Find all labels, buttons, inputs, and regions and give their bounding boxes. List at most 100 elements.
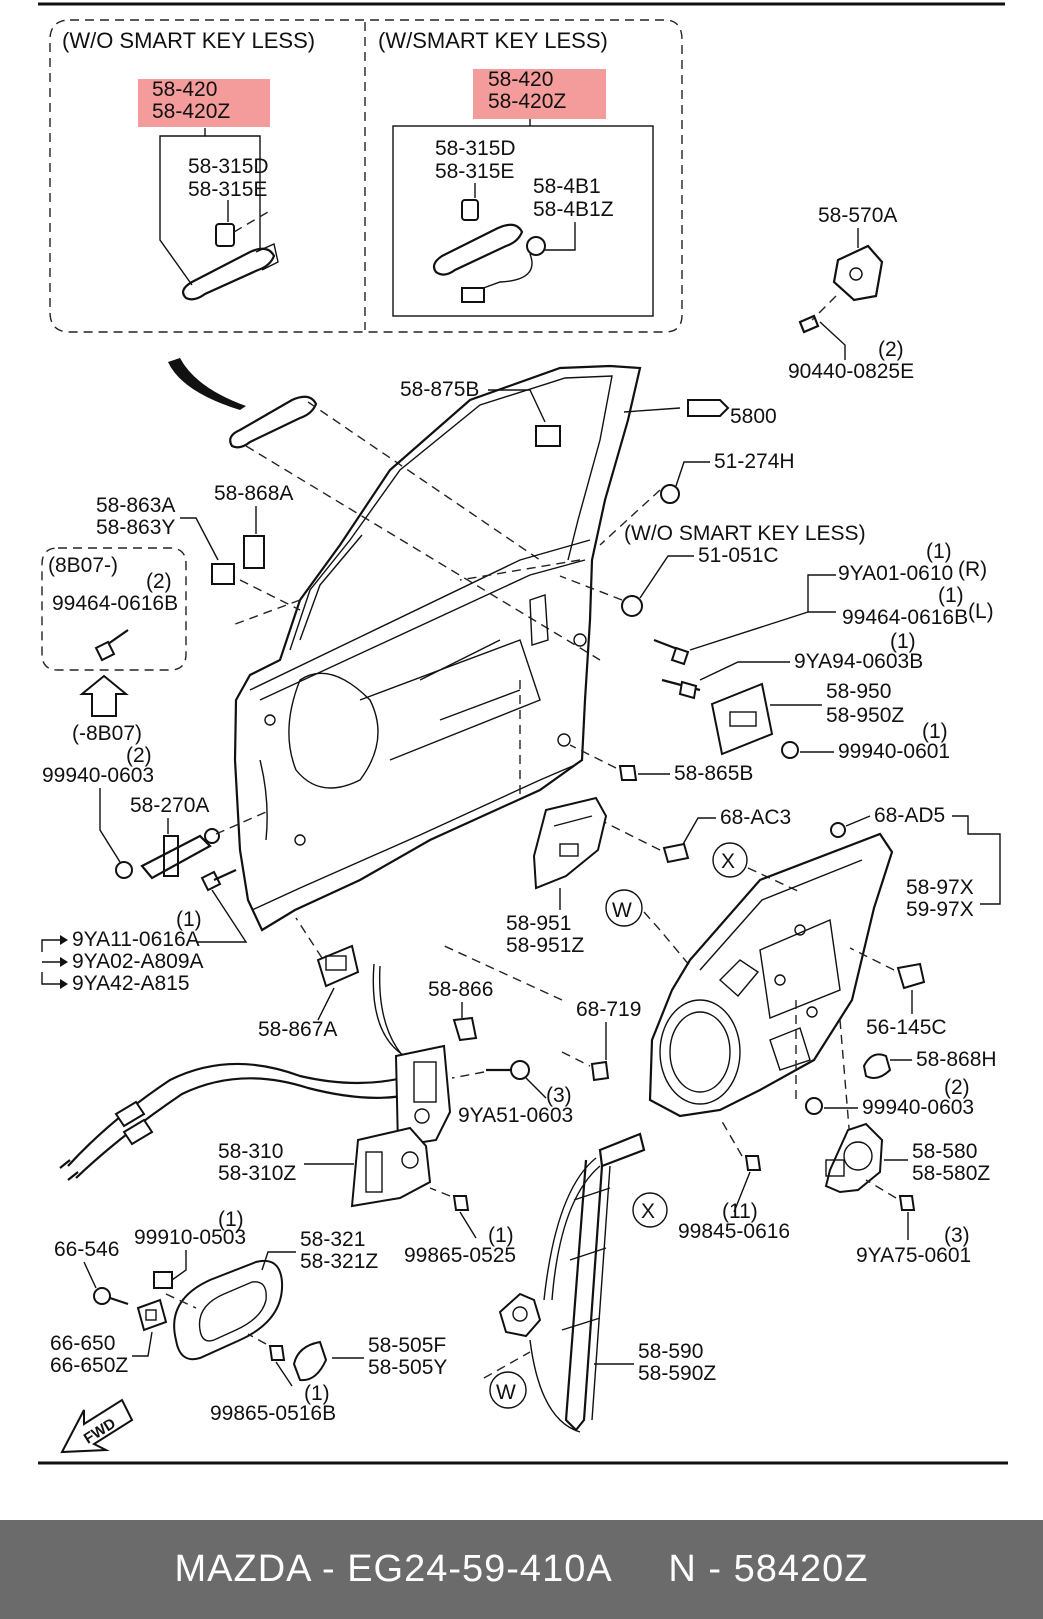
handle-cap-right-icon	[461, 199, 479, 221]
label-58-863a: 58-863A	[96, 494, 175, 517]
outer-handle-right-icon	[432, 223, 546, 303]
label-59-97x: 59-97X	[906, 898, 974, 921]
qty-99865b: (1)	[304, 1382, 330, 1405]
nut-99910-icon	[153, 1271, 173, 1289]
label-9ya02-a809a: 9YA02-A809A	[72, 950, 204, 973]
label-58-868a: 58-868A	[214, 482, 293, 505]
label-58-590z: 58-590Z	[638, 1362, 716, 1385]
label-68-ad5: 68-AD5	[874, 804, 945, 827]
label-58-315d-left: 58-315D	[188, 155, 269, 178]
marker-x-lower-label: X	[641, 1200, 655, 1223]
label-58-420-left: 58-420	[152, 78, 217, 101]
label-99940-0603-right: 99940-0603	[862, 1096, 974, 1119]
label-58-420-right: 58-420	[488, 68, 553, 91]
label-99940-0601: 99940-0601	[838, 740, 950, 763]
version-box: (8B07-) (2) 99464-0616B	[41, 547, 187, 671]
footer-part-caption: MAZDA - EG24-59-410A N - 58420Z	[174, 1548, 869, 1590]
label-58-875b: 58-875B	[400, 378, 479, 401]
window-regulator-icon	[498, 1132, 646, 1433]
label-58-570a: 58-570A	[818, 204, 897, 227]
qty-9ya01: (1)	[926, 540, 952, 563]
ref-pointer-icon	[687, 399, 730, 417]
qty-99845: (11)	[722, 1200, 758, 1223]
label-58-863y: 58-863Y	[96, 516, 175, 539]
qty-99910: (1)	[218, 1208, 244, 1231]
screw-99845-icon	[719, 1117, 762, 1171]
label-58-868h: 58-868H	[916, 1048, 997, 1071]
label-58-4b1: 58-4B1	[533, 175, 601, 198]
nut-99940-0603-right-icon	[805, 1097, 823, 1115]
label-68-ac3: 68-AC3	[720, 806, 791, 829]
label-99910-0503: 99910-0503	[134, 1226, 246, 1249]
label-51-274h: 51-274H	[714, 450, 795, 473]
marker-w-lower-label: W	[496, 1381, 516, 1404]
label-58-321z: 58-321Z	[300, 1250, 378, 1273]
label-66-650: 66-650	[50, 1332, 115, 1355]
label-58-420z-left: 58-420Z	[152, 100, 230, 123]
plug-51-051c-icon	[621, 595, 643, 617]
label-58-4b1z: 58-4B1Z	[533, 198, 614, 221]
label-58-310z: 58-310Z	[218, 1162, 296, 1185]
label-58-97x: 58-97X	[906, 876, 974, 899]
label-68-719: 68-719	[576, 998, 641, 1021]
label-9ya94-0603b: 9YA94-0603B	[794, 650, 923, 673]
qty-9ya94: (1)	[890, 630, 916, 653]
label-58-590: 58-590	[638, 1340, 703, 1363]
screw-66-546-icon	[93, 1287, 129, 1306]
label-58-867a: 58-867A	[258, 1018, 337, 1041]
label-58-951: 58-951	[506, 912, 571, 935]
module-58-950-icon	[710, 682, 774, 756]
label-58-420z-right: 58-420Z	[488, 90, 566, 113]
clip-68-ac3-icon	[599, 819, 690, 864]
highlight-58-420-left	[138, 79, 270, 127]
label-99865-0516b: 99865-0516B	[210, 1402, 336, 1425]
label-66-546: 66-546	[54, 1238, 119, 1261]
label-9ya11-0616a: 9YA11-0616A	[72, 928, 200, 951]
door-module-carrier-icon	[648, 832, 894, 1118]
marker-w-lower-icon: W	[483, 1351, 531, 1409]
label-99940-0603-left: 99940-0603	[42, 764, 154, 787]
outer-handle-left-icon	[182, 243, 279, 301]
door-checker-icon	[140, 811, 267, 880]
label-58-580: 58-580	[912, 1140, 977, 1163]
qty-9ya11: (1)	[176, 908, 202, 931]
label-58-505y: 58-505Y	[368, 1356, 447, 1379]
label-58-315e-right: 58-315E	[435, 160, 514, 183]
qty-99464a: (2)	[146, 570, 172, 593]
label-99464-0616b-left: 99464-0616B	[52, 592, 178, 615]
label-version-8b07-box: (8B07-)	[48, 554, 118, 577]
inner-handle-bracket-icon	[350, 1126, 432, 1208]
clip-56-145c-icon	[849, 947, 926, 990]
bolt-9ya75-icon	[865, 1179, 916, 1211]
footer-bar: MAZDA - EG24-59-410A N - 58420Z	[0, 1520, 1043, 1619]
label-58-505f: 58-505F	[368, 1334, 446, 1357]
label-58-865b: 58-865B	[674, 762, 753, 785]
label-58-310: 58-310	[218, 1140, 283, 1163]
qty-9ya51: (3)	[546, 1084, 572, 1107]
bolt-9ya11-icon	[200, 868, 237, 892]
label-58-866: 58-866	[428, 978, 493, 1001]
clip-58-865b-icon	[618, 765, 638, 781]
clip-68-719-icon	[590, 1060, 610, 1082]
label-wo-smart-key-small: (W/O SMART KEY LESS)	[624, 522, 866, 545]
header-w-smart-key: (W/SMART KEY LESS)	[378, 28, 608, 53]
inner-handle-bezel-icon	[165, 1260, 284, 1361]
door-panel-icon	[233, 364, 642, 932]
label-5800: 5800	[730, 405, 777, 428]
qty-99464b: (1)	[938, 584, 964, 607]
outer-handle-main-icon	[229, 395, 601, 661]
window-motor-icon	[824, 1122, 884, 1194]
header-wo-smart-key: (W/O SMART KEY LESS)	[62, 28, 315, 53]
guide-58-867a-icon	[295, 917, 360, 988]
qty-99865a: (1)	[488, 1224, 514, 1247]
handle-cap-icon	[215, 211, 269, 247]
label-side-l: (L)	[968, 600, 994, 623]
label-51-051c: 51-051C	[698, 544, 779, 567]
striker-icon	[798, 244, 884, 334]
qty-9ya75: (3)	[944, 1224, 970, 1247]
marker-x-upper-label: X	[721, 850, 735, 873]
nut-99940-0603-left-icon	[115, 861, 133, 879]
label-99865-0525: 99865-0525	[404, 1244, 516, 1267]
latch-cables-icon	[59, 963, 419, 1181]
pad-58-875b-icon	[535, 425, 561, 447]
